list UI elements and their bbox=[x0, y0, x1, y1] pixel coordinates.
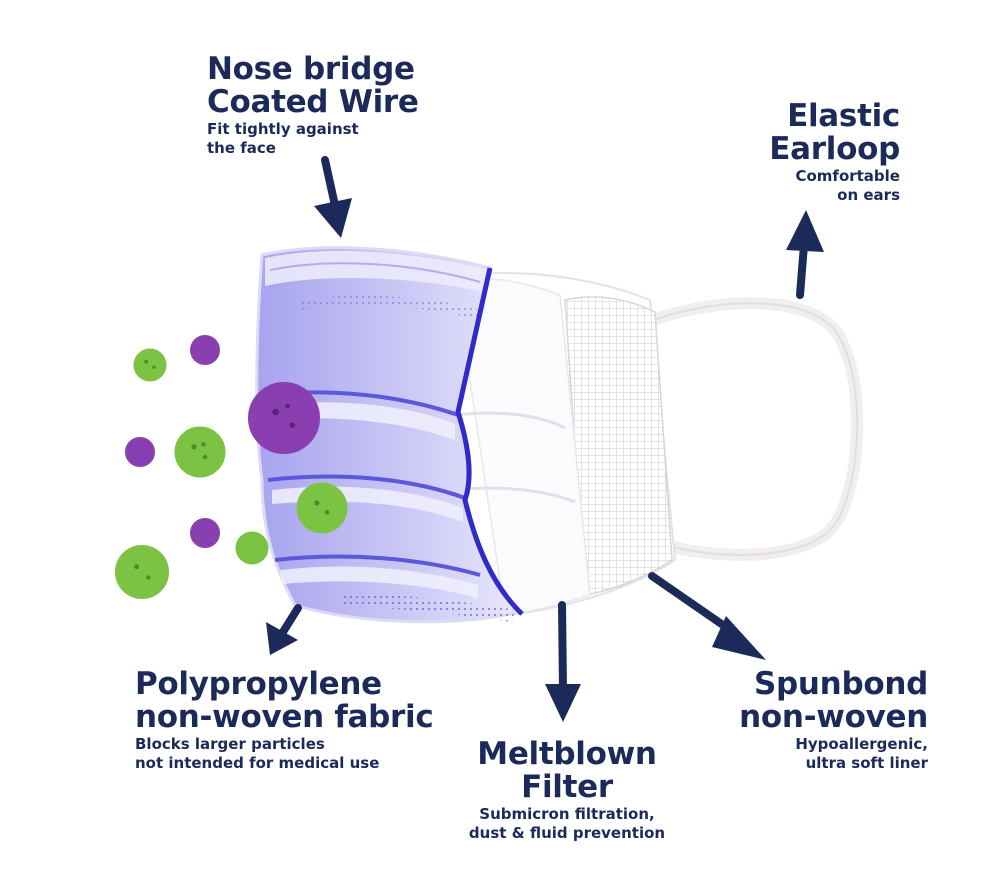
virus-icon bbox=[192, 520, 219, 547]
polypropylene-title-1: Polypropylene bbox=[135, 666, 382, 702]
ear-loop bbox=[634, 297, 864, 561]
nose-bridge-title-2: Coated Wire bbox=[207, 84, 419, 120]
spunbond-title-1: Spunbond bbox=[753, 666, 928, 702]
spunbond-desc-1: Hypoallergenic, bbox=[795, 735, 928, 753]
spunbond-desc-2: ultra soft liner bbox=[805, 754, 928, 772]
nose-bridge-desc-2: the face bbox=[207, 139, 276, 157]
meltblown-desc-2: dust & fluid prevention bbox=[468, 824, 666, 842]
arrow-nose-bridge bbox=[314, 156, 352, 238]
arrow-polypropylene bbox=[266, 604, 302, 655]
arrow-earloop bbox=[786, 210, 824, 299]
arrow-spunbond bbox=[648, 572, 766, 660]
earloop-desc-2: on ears bbox=[837, 186, 900, 204]
label-meltblown: Meltblown Filter Submicron filtration, d… bbox=[452, 738, 682, 843]
polypropylene-desc-2: not intended for medical use bbox=[135, 754, 380, 772]
virus-icon bbox=[299, 485, 345, 531]
virus-particles bbox=[118, 337, 345, 597]
earloop-title-1: Elastic bbox=[787, 98, 900, 134]
label-earloop: Elastic Earloop Comfortable on ears bbox=[769, 100, 900, 205]
virus-icon bbox=[127, 439, 154, 466]
meltblown-title-1: Meltblown bbox=[477, 736, 657, 772]
polypropylene-desc-1: Blocks larger particles bbox=[135, 735, 325, 753]
meltblown-mesh bbox=[564, 296, 673, 596]
virus-icon bbox=[177, 429, 223, 475]
spunbond-title-2: non-woven bbox=[739, 699, 928, 735]
virus-icon bbox=[118, 548, 167, 597]
meltblown-title-2: Filter bbox=[521, 769, 613, 805]
arrow-meltblown bbox=[545, 601, 581, 722]
label-spunbond: Spunbond non-woven Hypoallergenic, ultra… bbox=[739, 668, 928, 773]
mask-edge-binding bbox=[455, 267, 524, 616]
virus-icon bbox=[252, 386, 317, 451]
nose-bridge-desc-1: Fit tightly against bbox=[207, 120, 359, 138]
polypropylene-title-2: non-woven fabric bbox=[135, 699, 434, 735]
virus-icon bbox=[237, 533, 267, 563]
meltblown-desc-1: Submicron filtration, bbox=[479, 805, 655, 823]
earloop-title-2: Earloop bbox=[769, 131, 900, 167]
label-polypropylene: Polypropylene non-woven fabric Blocks la… bbox=[135, 666, 434, 773]
earloop-desc-1: Comfortable bbox=[795, 167, 900, 185]
virus-icon bbox=[192, 337, 219, 364]
nose-bridge-title-1: Nose bridge bbox=[207, 51, 415, 87]
label-nose-bridge: Nose bridge Coated Wire Fit tightly agai… bbox=[207, 53, 419, 158]
virus-icon bbox=[135, 350, 165, 380]
